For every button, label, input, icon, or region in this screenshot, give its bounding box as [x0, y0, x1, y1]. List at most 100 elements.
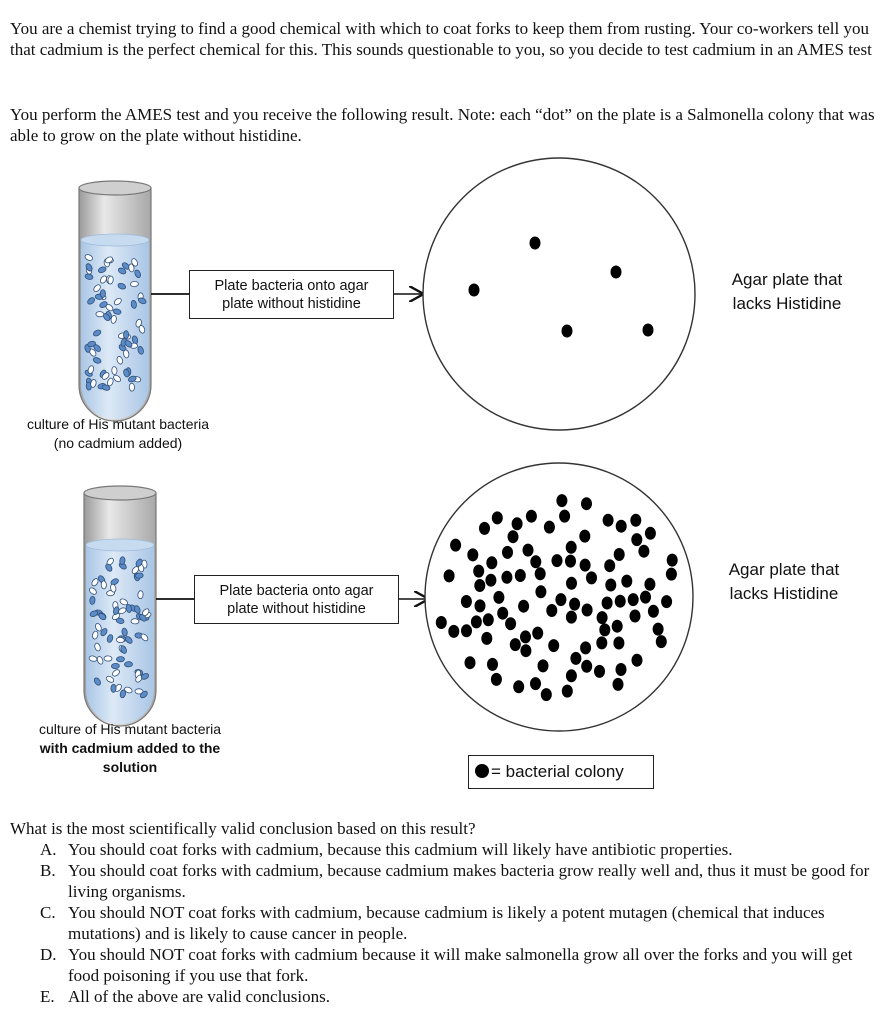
- answer-text: You should NOT coat forks with cadmium, …: [68, 903, 825, 943]
- bacterial-colony: [464, 656, 476, 670]
- bacterial-colony: [505, 617, 517, 631]
- bacterium-cell: [113, 606, 120, 615]
- bacterial-colony: [644, 526, 656, 540]
- bacterial-colony: [555, 593, 567, 607]
- bacterial-colony: [605, 578, 617, 592]
- bacterium-cell: [130, 618, 140, 625]
- cadmium-plate-label-line1: Agar plate that: [728, 560, 840, 579]
- colony-legend-dot-icon: [475, 764, 489, 778]
- bacterium-cell: [139, 614, 147, 622]
- bacterial-colony: [612, 677, 624, 691]
- answer-option-a[interactable]: A.You should coat forks with cadmium, be…: [10, 839, 880, 860]
- bacterial-colony: [581, 603, 593, 617]
- control-plate-label: Agar plate that lacks Histidine: [712, 268, 862, 316]
- bacterium-cell: [120, 645, 127, 654]
- bacterial-colony: [627, 593, 639, 607]
- bacterial-colony: [461, 624, 472, 638]
- bacterial-colony: [613, 636, 625, 650]
- control-plate-label-line1: Agar plate that: [731, 270, 843, 289]
- bacterial-colony: [594, 664, 605, 678]
- bacterium-cell: [121, 627, 128, 637]
- bacterial-colony: [460, 595, 472, 608]
- bacterial-colony: [443, 569, 455, 583]
- bacterial-colony: [596, 636, 608, 650]
- cadmium-colonies: [435, 494, 678, 702]
- bacterium-cell: [91, 578, 99, 587]
- bacterium-cell: [113, 297, 122, 306]
- bacterium-cell: [124, 686, 133, 694]
- bacterium-cell: [107, 275, 114, 285]
- bacterium-cell: [110, 315, 117, 324]
- bacterium-cell: [105, 675, 115, 683]
- bacterium-cell: [92, 630, 99, 640]
- answer-option-c[interactable]: C.You should NOT coat forks with cadmium…: [10, 902, 880, 944]
- bacterial-colony: [655, 635, 667, 649]
- bacterium-cell: [98, 612, 107, 621]
- bacterium-cell: [90, 379, 97, 388]
- bacterial-colony: [613, 548, 625, 561]
- answer-option-d[interactable]: D.You should NOT coat forks with cadmium…: [10, 944, 880, 986]
- bacterial-colony: [514, 569, 526, 582]
- cadmium-culture-caption: culture of His mutant bacteria with cadm…: [20, 720, 240, 777]
- bacterial-colony: [474, 579, 486, 592]
- bacterial-colony: [556, 494, 568, 508]
- control-colonies: [468, 236, 654, 338]
- bacterium-cell: [112, 669, 120, 677]
- bacterium-cell: [100, 580, 107, 590]
- bacterium-cell: [87, 297, 95, 305]
- control-plating-step-box: Plate bacteria onto agar plate without h…: [189, 270, 394, 319]
- bacterial-colony: [535, 585, 547, 599]
- bacterium-cell: [140, 673, 150, 680]
- bacterial-colony: [610, 265, 622, 279]
- bacterium-cell: [125, 604, 132, 613]
- bacterial-colony: [561, 684, 573, 698]
- bacterial-colony: [532, 626, 544, 640]
- bacterium-cell: [95, 311, 105, 318]
- control-caption-line2: (no cadmium added): [53, 435, 183, 451]
- answer-options: A.You should coat forks with cadmium, be…: [10, 839, 880, 1007]
- bacterial-colony: [599, 623, 611, 637]
- bacterium-cell: [101, 372, 110, 380]
- bacterium-cell: [119, 556, 126, 566]
- answer-option-b[interactable]: B.You should coat forks with cadmium, be…: [10, 860, 880, 902]
- bacterium-cell: [123, 349, 130, 359]
- bacterial-colony: [565, 669, 577, 683]
- bacterial-colony: [602, 513, 614, 527]
- bacterium-cell: [97, 266, 107, 274]
- bacterium-cell: [87, 365, 95, 374]
- bacterium-cell: [84, 273, 94, 280]
- answer-text: You should NOT coat forks with cadmium b…: [68, 945, 853, 985]
- bacterial-colony: [509, 638, 521, 652]
- bacterium-cell: [105, 563, 113, 572]
- bacterial-colony: [631, 653, 643, 667]
- bacterial-colony: [537, 659, 549, 673]
- bacterium-cell: [85, 263, 93, 272]
- bacterium-cell: [104, 256, 114, 264]
- bacterium-cell: [117, 282, 127, 290]
- bacterial-colony: [665, 567, 677, 581]
- cadmium-plate-label-line2: lacks Histidine: [729, 584, 839, 603]
- bacterial-colony: [511, 517, 523, 531]
- bacterial-colony: [482, 613, 494, 627]
- bacterium-cell: [140, 690, 148, 699]
- answer-option-e[interactable]: E.All of the above are valid conclusions…: [10, 986, 880, 1007]
- bacterium-cell: [92, 357, 102, 364]
- bacterial-colony: [570, 651, 582, 665]
- colony-legend-text: = bacterial colony: [491, 762, 624, 781]
- bacterial-colony: [565, 610, 577, 624]
- bacterium-cell: [103, 313, 111, 322]
- bacterial-colony: [642, 323, 654, 337]
- bacterial-colony: [486, 556, 498, 570]
- bacterial-colony: [530, 555, 542, 569]
- bacterium-cell: [123, 330, 130, 340]
- control-caption-line1: culture of His mutant bacteria: [26, 416, 210, 432]
- bacterium-cell: [119, 598, 128, 606]
- bacterial-colony: [450, 538, 462, 552]
- bacterium-cell: [117, 267, 127, 275]
- bacterium-cell: [135, 318, 142, 328]
- bacterium-cell: [106, 634, 114, 643]
- cadmium-step-line2: plate without histidine: [227, 601, 366, 617]
- bacterium-cell: [130, 280, 139, 288]
- bacterial-colony: [561, 324, 573, 338]
